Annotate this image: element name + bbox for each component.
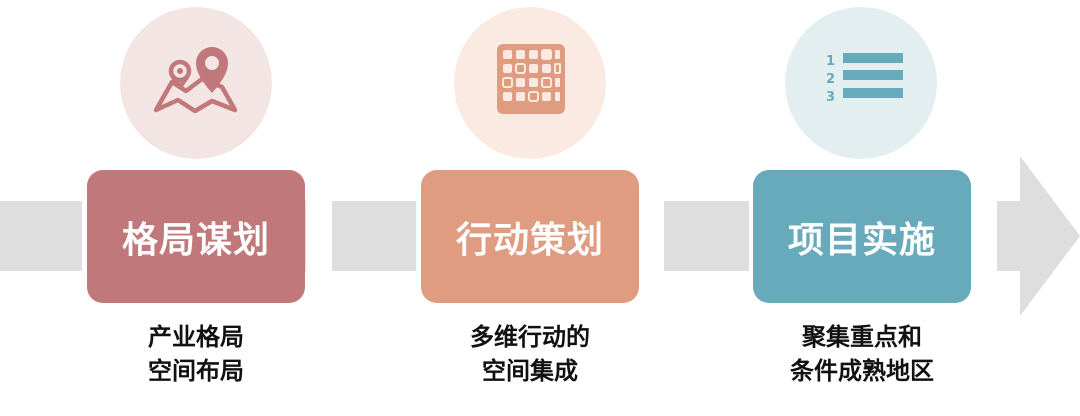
step-1-caption-line-2: 空间布局 xyxy=(148,357,244,385)
grid-icon xyxy=(497,44,565,114)
step-3-box: 项目实施 xyxy=(753,170,971,303)
step-2-box: 行动策划 xyxy=(421,170,639,303)
step-3-caption: 聚集重点和 条件成熟地区 xyxy=(753,320,971,388)
numbered-list-icon: 1 2 3 xyxy=(826,53,903,105)
step-3-caption-line-2: 条件成熟地区 xyxy=(790,357,934,385)
step-1-label: 格局谋划 xyxy=(121,219,270,261)
arrow-gap xyxy=(306,195,332,277)
step-3-icon-circle: 1 2 3 xyxy=(785,7,937,159)
step-3-label: 项目实施 xyxy=(787,219,936,261)
step-2-label: 行动策划 xyxy=(455,219,604,261)
arrow-gap xyxy=(638,195,664,277)
map-pin-icon xyxy=(153,47,238,114)
step-2-caption-line-1: 多维行动的 xyxy=(470,323,590,351)
step-2-caption: 多维行动的 空间集成 xyxy=(421,320,639,388)
list-number-1: 1 xyxy=(826,54,835,69)
list-number-3: 3 xyxy=(826,90,835,105)
step-2-icon-circle xyxy=(454,7,606,159)
arrow-gap xyxy=(971,195,997,277)
list-number-2: 2 xyxy=(826,72,835,87)
step-3-caption-line-1: 聚集重点和 xyxy=(802,323,922,351)
step-1-caption-line-1: 产业格局 xyxy=(148,323,244,351)
step-1-icon-circle xyxy=(120,7,272,159)
step-2-caption-line-2: 空间集成 xyxy=(482,357,578,385)
process-arrow-head xyxy=(1020,156,1080,316)
step-1-box: 格局谋划 xyxy=(87,170,305,303)
step-1-caption: 产业格局 空间布局 xyxy=(87,320,305,388)
